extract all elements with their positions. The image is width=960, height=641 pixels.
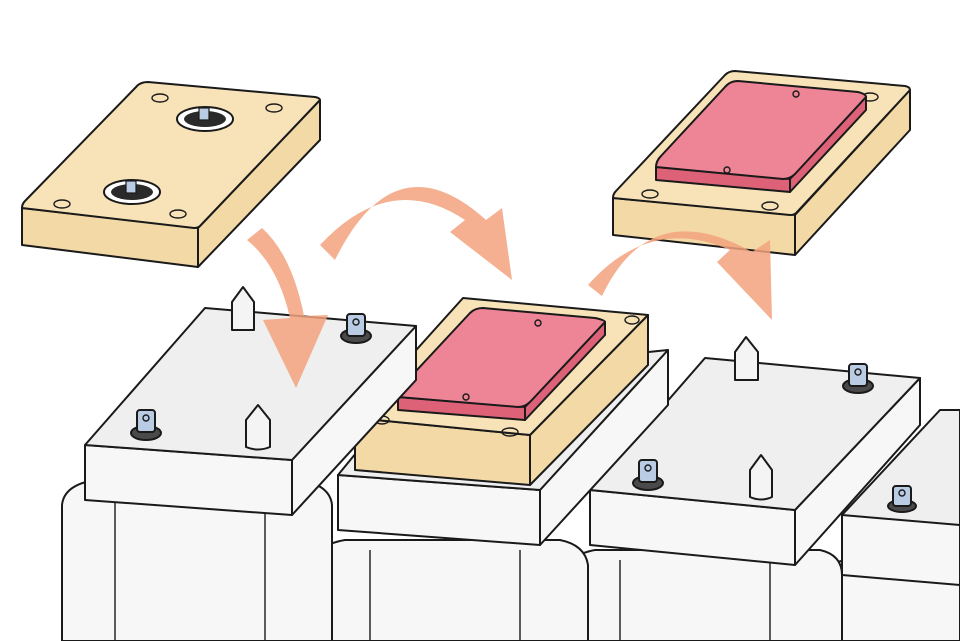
machine-station-4 [819, 409, 960, 641]
locating-bolt-icon [842, 363, 874, 394]
flow-arrow-right-down [588, 231, 772, 320]
guide-pin-icon [231, 286, 255, 331]
pressure-pad [397, 307, 606, 421]
guide-pin-icon [245, 404, 271, 451]
lifted-plate-blank [21, 81, 321, 268]
locating-bolt-icon [340, 313, 372, 344]
lifted-plate-with-pad [612, 70, 911, 256]
pressure-pad [655, 80, 867, 193]
guide-pin-icon [749, 454, 773, 501]
flow-arrow-right [320, 187, 512, 280]
locating-bolt-icon [632, 459, 664, 491]
guide-pin-icon [734, 336, 759, 381]
flow-arrow-down [247, 228, 328, 388]
locating-bolt-icon [887, 485, 917, 513]
bolt-socket-icon [176, 106, 234, 132]
locating-bolt-icon [130, 409, 162, 441]
machine-station-3 [564, 336, 921, 641]
bolt-socket-icon [103, 179, 161, 205]
installed-plate [354, 297, 649, 486]
machine-station-1 [61, 286, 417, 641]
